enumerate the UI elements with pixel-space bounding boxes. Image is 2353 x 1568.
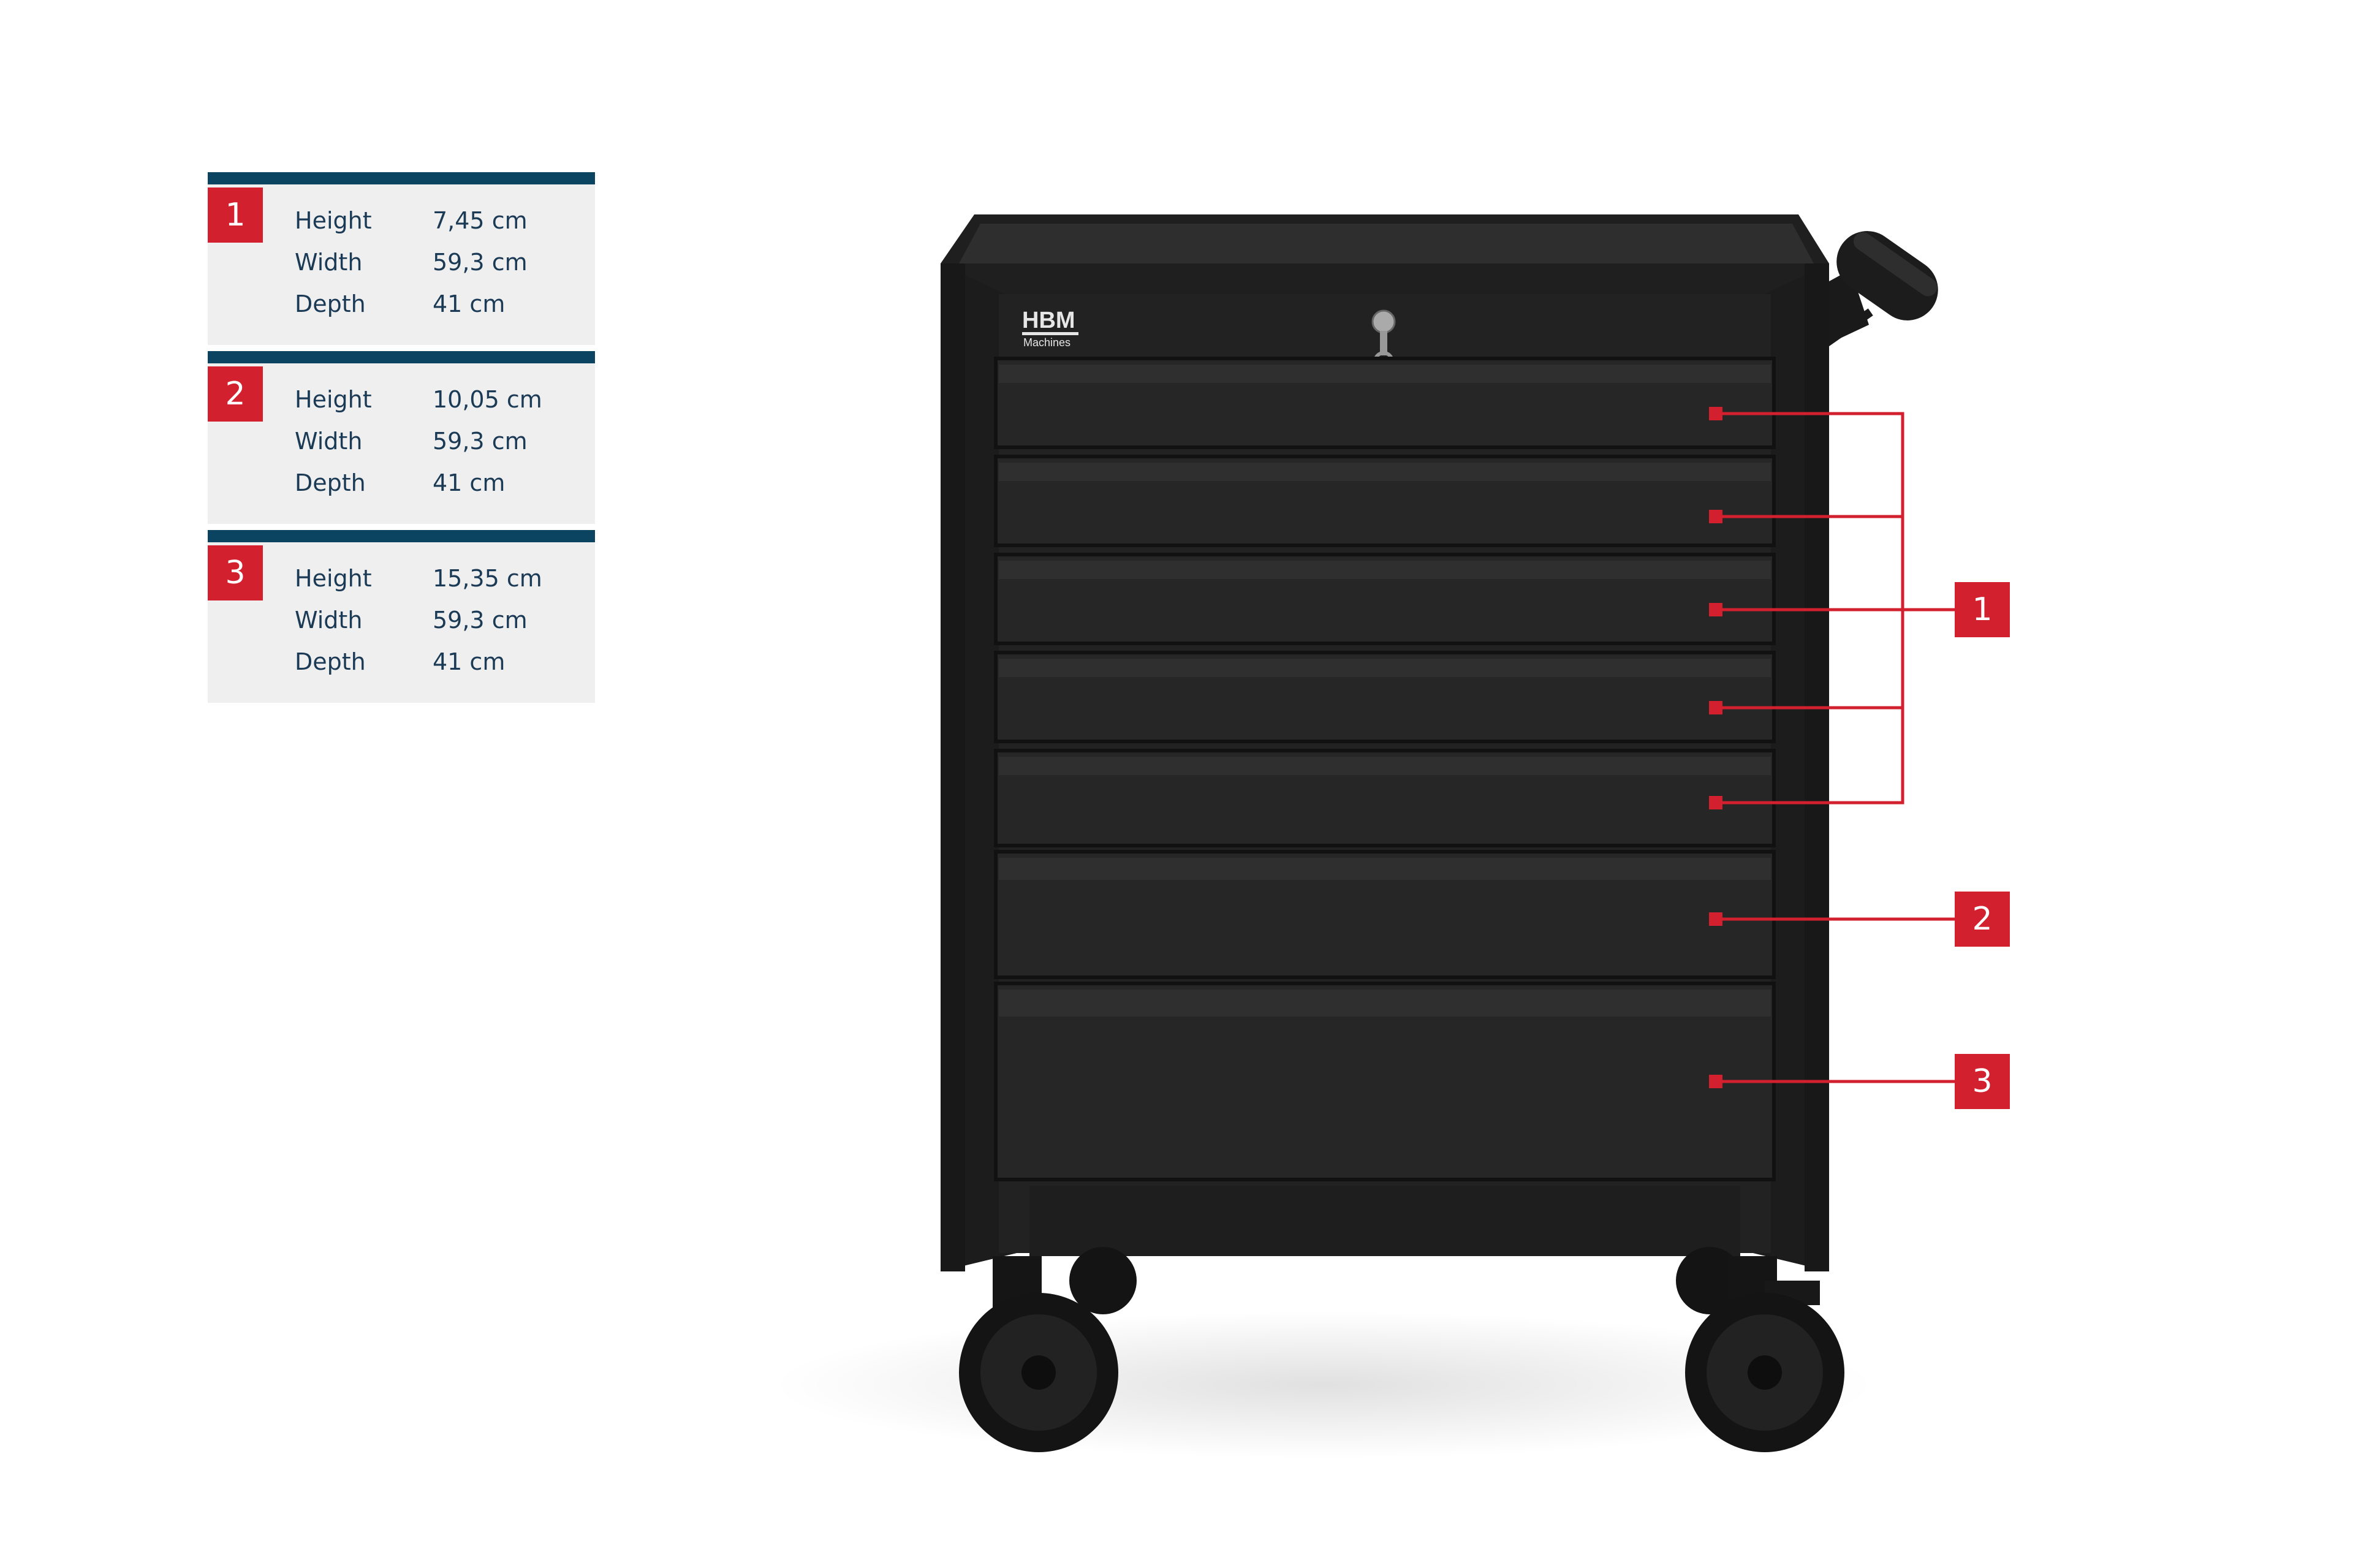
spec-value: 15,35 cm	[433, 565, 542, 592]
spec-panel-bar	[208, 351, 595, 363]
spec-value: 10,05 cm	[433, 386, 542, 413]
spec-panel-2: 2 Height 10,05 cm Width 59,3 cm Depth 41…	[208, 351, 595, 524]
spec-row-depth: Depth 41 cm	[295, 290, 505, 325]
caster-front-right	[1685, 1256, 1844, 1452]
spec-label: Height	[295, 386, 372, 413]
spec-row-depth: Depth 41 cm	[295, 648, 505, 683]
spec-row-height: Height 15,35 cm	[295, 565, 542, 599]
drawer-7[interactable]	[994, 982, 1776, 1181]
spec-panel-1: 1 Height 7,45 cm Width 59,3 cm Depth 41 …	[208, 172, 595, 345]
spec-number-badge: 1	[208, 187, 263, 243]
spec-number-badge: 2	[208, 366, 263, 422]
spec-row-height: Height 7,45 cm	[295, 207, 528, 241]
spec-number-badge: 3	[208, 545, 263, 600]
svg-text:HBM: HBM	[1022, 308, 1075, 333]
spec-panel-bar	[208, 172, 595, 184]
drawer-6[interactable]	[994, 850, 1776, 979]
spec-label: Height	[295, 207, 372, 234]
spec-panel-3: 3 Height 15,35 cm Width 59,3 cm Depth 41…	[208, 530, 595, 703]
spec-value: 7,45 cm	[433, 207, 528, 234]
callout-markers	[1709, 407, 1722, 1088]
brand-logo: HBM Machines	[1022, 308, 1078, 349]
spec-label: Width	[295, 249, 363, 276]
spec-value: 59,3 cm	[433, 607, 528, 634]
drawer-2[interactable]	[994, 455, 1776, 547]
drawer-1[interactable]	[994, 357, 1776, 449]
spec-label: Width	[295, 428, 363, 455]
spec-value: 41 cm	[433, 290, 506, 317]
svg-text:Machines: Machines	[1023, 336, 1070, 349]
spec-row-width: Width 59,3 cm	[295, 249, 528, 283]
drawer-4[interactable]	[994, 651, 1776, 743]
spec-label: Depth	[295, 290, 366, 317]
callout-badge-2: 2	[1955, 892, 2010, 947]
side-handle	[1817, 231, 1938, 349]
spec-value: 59,3 cm	[433, 249, 528, 276]
callout-badge-3: 3	[1955, 1054, 2010, 1109]
spec-label: Width	[295, 607, 363, 634]
spec-panel-bar	[208, 530, 595, 542]
spec-label: Depth	[295, 469, 366, 496]
cabinet-base	[1029, 1186, 1740, 1256]
spec-value: 59,3 cm	[433, 428, 528, 455]
spec-label: Depth	[295, 648, 366, 675]
spec-label: Height	[295, 565, 372, 592]
caster-front-left	[959, 1256, 1118, 1452]
spec-row-depth: Depth 41 cm	[295, 469, 505, 504]
spec-row-width: Width 59,3 cm	[295, 428, 528, 462]
spec-value: 41 cm	[433, 469, 506, 496]
spec-row-width: Width 59,3 cm	[295, 607, 528, 641]
callout-badge-1: 1	[1955, 582, 2010, 637]
spec-row-height: Height 10,05 cm	[295, 386, 542, 420]
caster-back-left	[1069, 1247, 1137, 1314]
drawer-3[interactable]	[994, 553, 1776, 645]
spec-value: 41 cm	[433, 648, 506, 675]
callout-lines	[1716, 412, 1955, 1083]
drawer-5[interactable]	[994, 749, 1776, 847]
caster-back-right	[1676, 1247, 1743, 1314]
